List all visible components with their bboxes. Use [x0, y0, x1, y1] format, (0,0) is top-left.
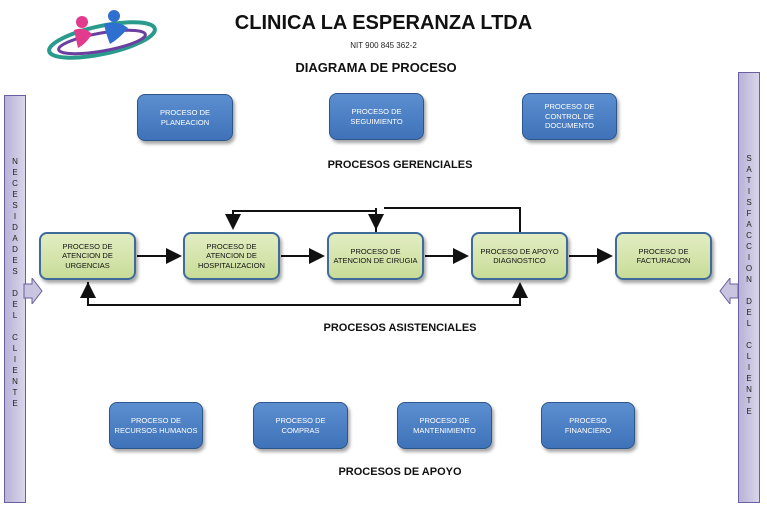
side-label-char: E	[746, 407, 752, 416]
side-label-char: E	[746, 374, 752, 383]
side-label-char: L	[746, 352, 752, 361]
side-label-char: N	[12, 377, 18, 386]
box-compras: PROCESO DE COMPRAS	[253, 402, 348, 449]
box-financiero: PROCESO FINANCIERO	[541, 402, 635, 449]
section-asistenciales: PROCESOS ASISTENCIALES	[323, 322, 477, 334]
side-label-char: E	[12, 366, 18, 375]
side-label-char: S	[746, 154, 752, 163]
box-seguimiento: PROCESO DE SEGUIMIENTO	[329, 93, 424, 140]
side-label-char: C	[12, 179, 18, 188]
side-label-char: N	[746, 275, 752, 284]
arrow-urgencias-apoyo	[87, 282, 528, 306]
side-label-char: E	[12, 256, 18, 265]
side-label-char: C	[746, 242, 752, 251]
box-hospitalizacion: PROCESO DE ATENCION DE HOSPITALIZACION	[183, 232, 280, 280]
side-label-char: E	[12, 399, 18, 408]
side-label-char: S	[12, 267, 18, 276]
box-control-documento: PROCESO DE CONTROL DE DOCUMENTO	[522, 93, 617, 140]
arrow-cirugia-hospitalizacion	[225, 210, 377, 232]
side-label-char: A	[746, 220, 752, 229]
side-label-char: E	[12, 190, 18, 199]
section-gerenciales: PROCESOS GERENCIALES	[327, 159, 473, 171]
page-title: CLINICA LA ESPERANZA LTDA	[234, 12, 533, 34]
side-label-char: C	[12, 333, 18, 342]
side-label-char: D	[12, 223, 18, 232]
side-label-char: D	[12, 289, 18, 298]
side-label-char: L	[746, 319, 752, 328]
side-label-char: A	[12, 234, 18, 243]
side-label-char: E	[12, 300, 18, 309]
side-label-char: N	[12, 157, 18, 166]
side-label-char: O	[745, 264, 753, 273]
clinic-logo	[47, 10, 157, 60]
side-label-char: E	[12, 168, 18, 177]
side-label-char: L	[12, 311, 18, 320]
side-label-char: D	[12, 245, 18, 254]
box-mantenimiento: PROCESO DE MANTENIMIENTO	[397, 402, 492, 449]
box-planeacion: PROCESO DE PLANEACION	[137, 94, 233, 141]
side-label-char: T	[746, 176, 752, 185]
side-label-char: A	[746, 165, 752, 174]
side-label-char: N	[746, 385, 752, 394]
side-label-char: T	[12, 388, 18, 397]
side-label-char: I	[747, 253, 751, 262]
side-label-char: T	[746, 396, 752, 405]
side-label-char: S	[12, 201, 18, 210]
section-apoyo: PROCESOS DE APOYO	[338, 466, 462, 478]
nit-number: NIT 900 845 362-2	[350, 41, 417, 50]
left-arrow-icon	[23, 278, 43, 304]
side-label-char: L	[12, 344, 18, 353]
right-arrow-icon	[719, 278, 739, 304]
side-label-char: D	[746, 297, 752, 306]
box-facturacion: PROCESO DE FACTURACION	[615, 232, 712, 280]
diagram-title: DIAGRAMA DE PROCESO	[295, 60, 457, 75]
side-label-char: I	[747, 187, 751, 196]
box-recursos-humanos: PROCESO DE RECURSOS HUMANOS	[109, 402, 203, 449]
side-label-char: I	[747, 363, 751, 372]
side-label-char: F	[746, 209, 752, 218]
box-cirugia: PROCESO DE ATENCION DE CIRUGIA	[327, 232, 424, 280]
side-label-char: I	[13, 355, 17, 364]
side-label-char: E	[746, 308, 752, 317]
arrow-apoyo-cirugia-line	[384, 207, 521, 232]
side-label-char: C	[746, 341, 752, 350]
box-apoyo-diagnostico: PROCESO DE APOYO DIAGNOSTICO	[471, 232, 568, 280]
side-label-char: S	[746, 198, 752, 207]
side-label-char: C	[746, 231, 752, 240]
box-urgencias: PROCESO DE ATENCION DE URGENCIAS	[39, 232, 136, 280]
side-label-char: I	[13, 212, 17, 221]
